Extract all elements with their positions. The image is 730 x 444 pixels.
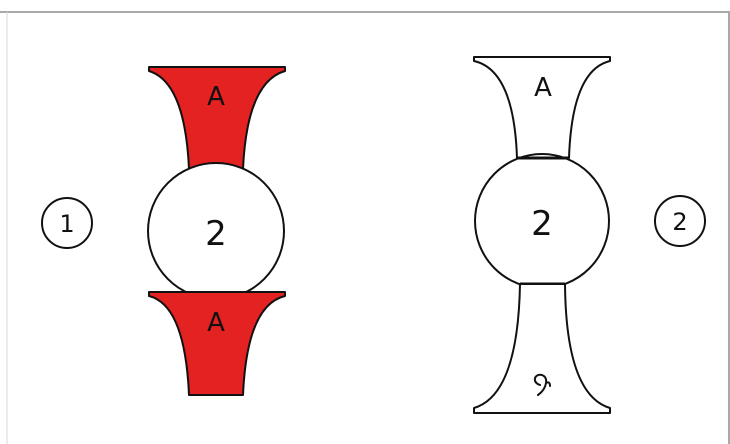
figure-2-number: 2 [672,208,687,236]
figure-1-top-label: A [207,82,225,112]
figure-1-bottom-label: A [207,308,225,338]
figure-1-center-label: 2 [205,214,227,254]
figure-2-top-label: A [534,73,552,103]
figure-2-center-label: 2 [531,204,553,244]
figure-1: 1 A 2 A [42,67,285,395]
figure-1-number: 1 [59,210,74,238]
figure-2: A 2 2 [474,57,705,413]
figure-2-base [474,284,610,413]
